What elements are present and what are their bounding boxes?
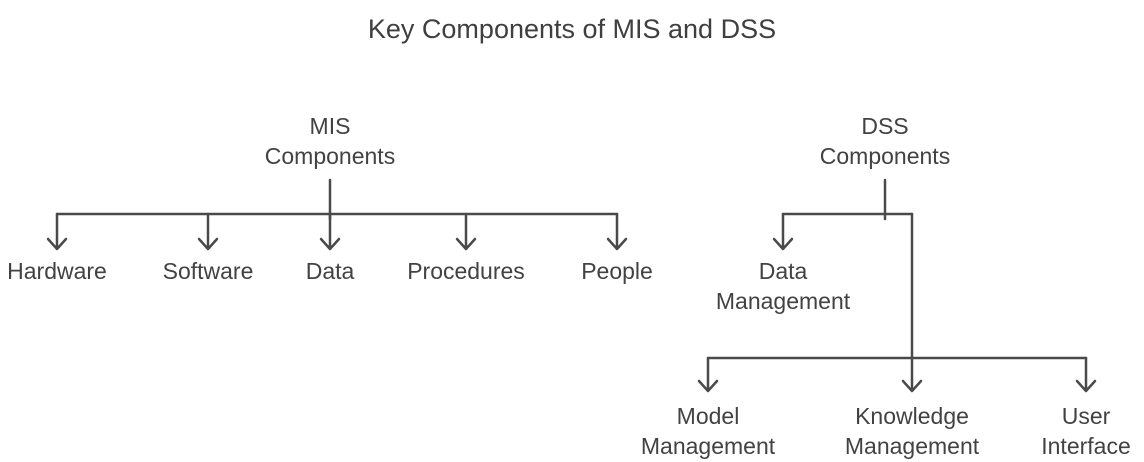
node-model-management: Model Management bbox=[640, 403, 776, 459]
arrow-to-people bbox=[606, 212, 628, 251]
node-procedures: Procedures bbox=[407, 258, 525, 284]
node-data: Data bbox=[305, 258, 355, 284]
dss-connectors bbox=[697, 178, 1097, 393]
node-data-management: Data Management bbox=[715, 258, 851, 314]
node-dss-root: DSS Components bbox=[819, 113, 951, 169]
node-software: Software bbox=[162, 258, 254, 284]
arrow-to-knowledge-management bbox=[901, 356, 923, 393]
arrow-to-procedures bbox=[455, 212, 477, 251]
node-mis-root: MIS Components bbox=[264, 113, 396, 169]
arrow-to-software bbox=[197, 212, 219, 251]
node-user-interface: User Interface bbox=[1041, 403, 1131, 459]
node-hardware: Hardware bbox=[7, 258, 107, 284]
arrow-to-hardware bbox=[46, 212, 68, 251]
node-knowledge-management: Knowledge Management bbox=[844, 403, 980, 459]
mis-connectors bbox=[46, 178, 628, 251]
diagram-title: Key Components of MIS and DSS bbox=[367, 14, 777, 44]
arrow-to-model-management bbox=[697, 356, 719, 393]
arrow-to-data bbox=[319, 212, 341, 251]
arrow-to-data-management bbox=[772, 212, 794, 251]
node-people: People bbox=[581, 258, 653, 284]
arrow-to-user-interface bbox=[1075, 356, 1097, 393]
